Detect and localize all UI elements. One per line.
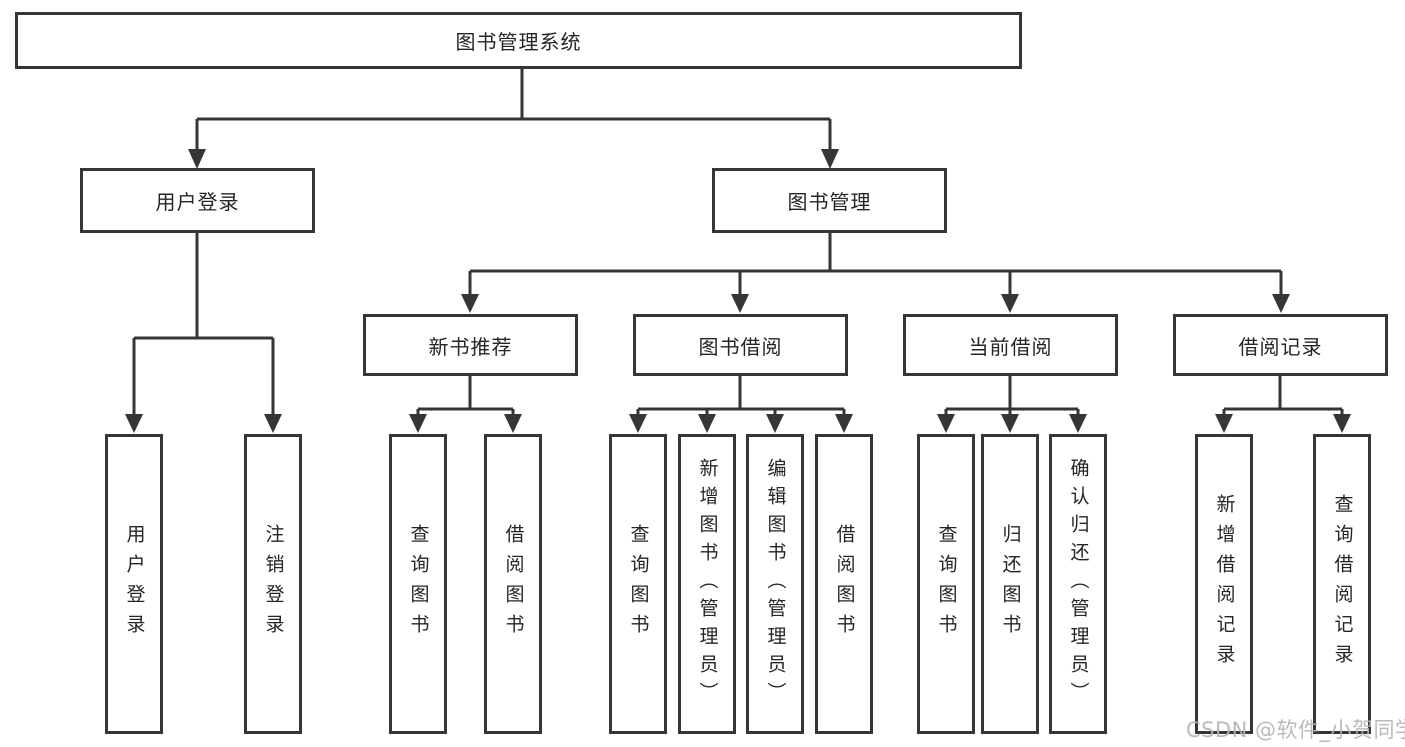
leaf-query-books-borrow: 查询图书: [609, 434, 667, 734]
node-borrowing-records: 借阅记录: [1173, 314, 1388, 376]
arrowhead-to-leaf-query-books-2: [629, 414, 647, 433]
arrowhead-to-leaf-return-books: [1001, 414, 1019, 433]
leaf-query-books-recommend: 查询图书: [389, 434, 447, 734]
node-library-management-system: 图书管理系统: [15, 12, 1022, 69]
csdn-watermark: CSDN @软件_小贺同学: [1186, 718, 1405, 742]
arrowhead-to-leaf-query-books-1: [409, 414, 427, 433]
arrowhead-to-leaf-borrow-books-2: [835, 414, 853, 433]
leaf-user-login: 用户登录: [105, 434, 163, 734]
arrowhead-to-leaf-user-login: [125, 414, 143, 433]
arrowhead-to-leaf-edit-book: [766, 414, 784, 433]
leaf-borrow-books-recommend: 借阅图书: [484, 434, 542, 734]
node-new-book-recommendation: 新书推荐: [363, 314, 578, 376]
node-book-management: 图书管理: [712, 168, 947, 233]
arrowhead-to-leaf-borrow-books-1: [504, 414, 522, 433]
leaf-edit-book-admin: 编辑图书（管理员）: [746, 434, 804, 734]
leaf-return-books: 归还图书: [981, 434, 1039, 734]
arrowhead-to-leaf-add-borrow-record: [1215, 414, 1233, 433]
arrowhead-to-leaf-confirm-return: [1069, 414, 1087, 433]
arrowhead-to-leaf-query-borrow-record: [1333, 414, 1351, 433]
arrowhead-to-book-mgmt: [821, 149, 839, 169]
arrowhead-to-user-login: [188, 149, 206, 169]
arrowhead-to-leaf-logout: [264, 414, 282, 433]
leaf-logout: 注销登录: [244, 434, 302, 734]
leaf-confirm-return-admin: 确认归还（管理员）: [1049, 434, 1107, 734]
leaf-add-book-admin: 新增图书（管理员）: [678, 434, 736, 734]
leaf-add-borrow-record: 新增借阅记录: [1195, 434, 1253, 734]
leaf-query-borrow-record: 查询借阅记录: [1313, 434, 1371, 734]
arrowhead-to-leaf-add-book: [698, 414, 716, 433]
arrowhead-to-current-borrow: [1001, 294, 1019, 313]
arrowhead-to-book-borrow: [731, 294, 749, 313]
arrowhead-to-borrow-records: [1272, 294, 1290, 313]
arrowhead-to-leaf-query-books-3: [937, 414, 955, 433]
node-book-borrowing: 图书借阅: [633, 314, 848, 376]
node-user-login: 用户登录: [80, 168, 315, 233]
leaf-borrow-books: 借阅图书: [815, 434, 873, 734]
arrowhead-to-new-book: [461, 294, 479, 313]
leaf-query-books-current: 查询图书: [917, 434, 975, 734]
node-current-borrowing: 当前借阅: [903, 314, 1118, 376]
